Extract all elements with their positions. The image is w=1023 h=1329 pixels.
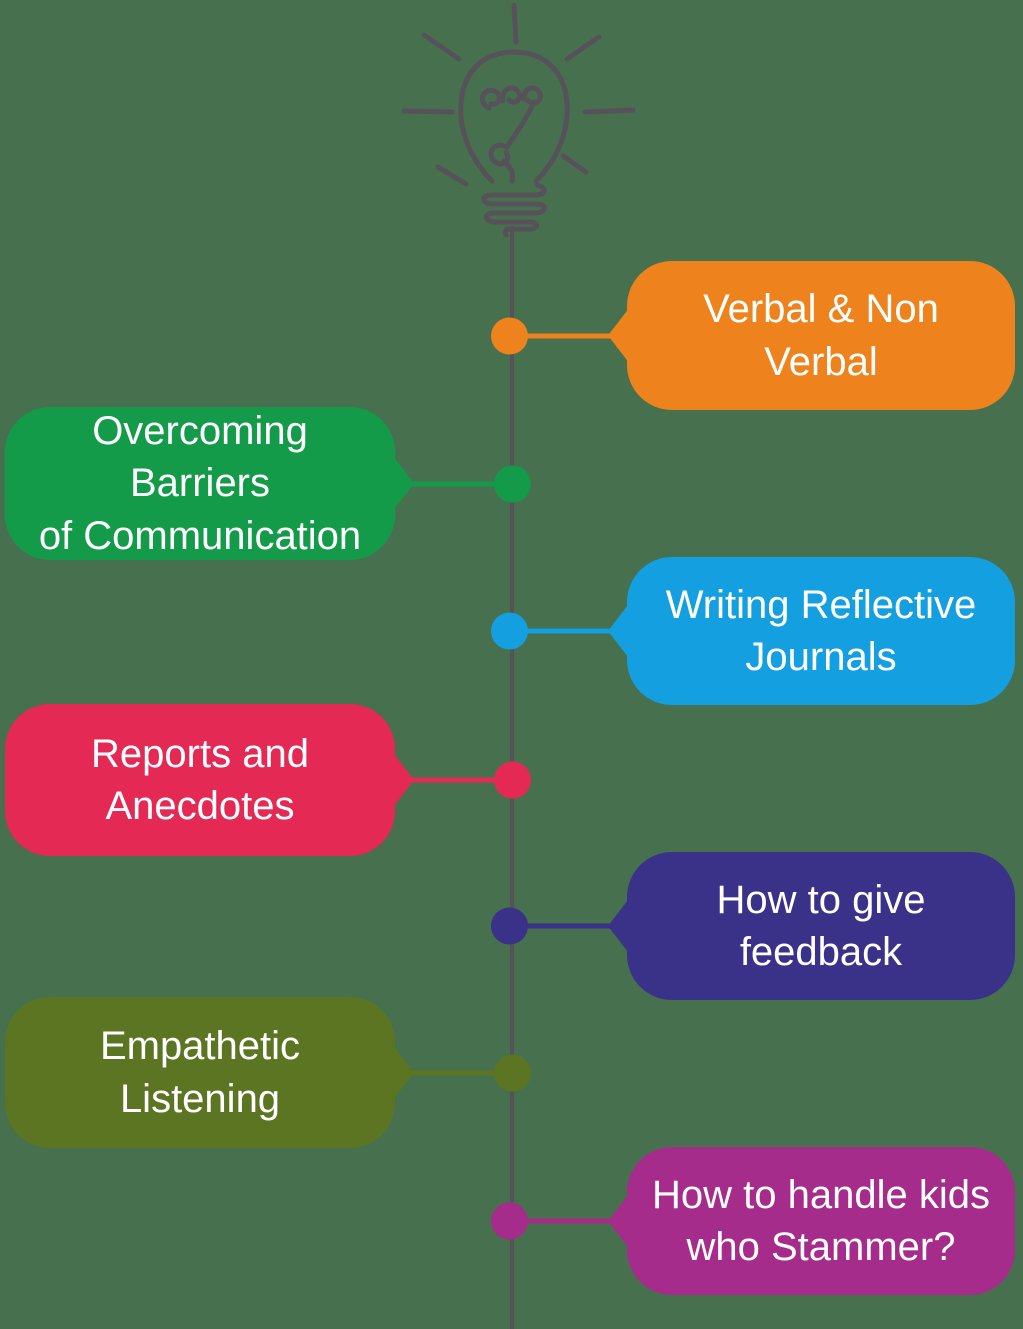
bulb-glass <box>458 49 570 184</box>
bulb-filament <box>479 87 502 111</box>
connector-line <box>510 923 612 929</box>
connector-line <box>510 628 612 634</box>
topic-bubble-verbal-non-verbal: Verbal & Non Verbal <box>491 261 1015 410</box>
connector-line <box>510 333 612 338</box>
topic-label: Overcoming Barriers of Communication <box>38 408 362 558</box>
bulb-ray-lower-right <box>560 153 589 175</box>
timeline-dot <box>491 907 528 945</box>
bulb-ray-right <box>582 107 636 115</box>
timeline-dot <box>494 1054 531 1091</box>
connector-line <box>410 481 512 486</box>
connector-line <box>410 777 512 783</box>
timeline-dot <box>491 317 528 354</box>
topic-bubble-empathetic-listening: Empathetic Listening <box>5 997 531 1148</box>
topic-bubble-writing-reflective-journals: Writing Reflective Journals <box>491 557 1015 705</box>
topic-label: Empathetic Listening <box>99 1024 301 1121</box>
bulb-ray-upper-left <box>421 32 462 62</box>
lightbulb-icon <box>401 2 636 238</box>
topic-bubble-kids-who-stammer: How to handle kids who Stammer? <box>491 1147 1015 1295</box>
topic-label: Writing Reflective Journals <box>665 582 977 679</box>
topic-label: How to handle kids who Stammer? <box>652 1172 990 1269</box>
timeline-dot <box>491 612 528 650</box>
topic-bubble-how-to-give-feedback: How to give feedback <box>491 852 1015 1000</box>
bulb-filament <box>501 158 516 184</box>
topic-label: How to give feedback <box>716 877 926 974</box>
bulb-filament <box>488 142 511 167</box>
bulb-ray-lower-left <box>435 164 469 187</box>
timeline-dot <box>491 1202 528 1240</box>
topic-label: Verbal & Non Verbal <box>703 287 939 384</box>
connector-line <box>510 1218 612 1224</box>
bulb-ray-upper-right <box>564 34 602 62</box>
bulb-ray-left <box>401 108 455 115</box>
timeline-dot <box>494 761 531 799</box>
bulb-coil-base <box>481 182 547 238</box>
topic-label: Reports and Anecdotes <box>91 731 309 828</box>
topic-bubble-overcoming-barriers: Overcoming Barriers of Communication <box>5 407 531 560</box>
bulb-filament <box>504 99 537 150</box>
connector-line <box>410 1070 512 1075</box>
topic-bubble-reports-anecdotes: Reports and Anecdotes <box>5 704 531 856</box>
bulb-filament <box>500 85 523 105</box>
timeline-dot <box>494 465 531 502</box>
bulb-ray-top <box>511 2 519 45</box>
